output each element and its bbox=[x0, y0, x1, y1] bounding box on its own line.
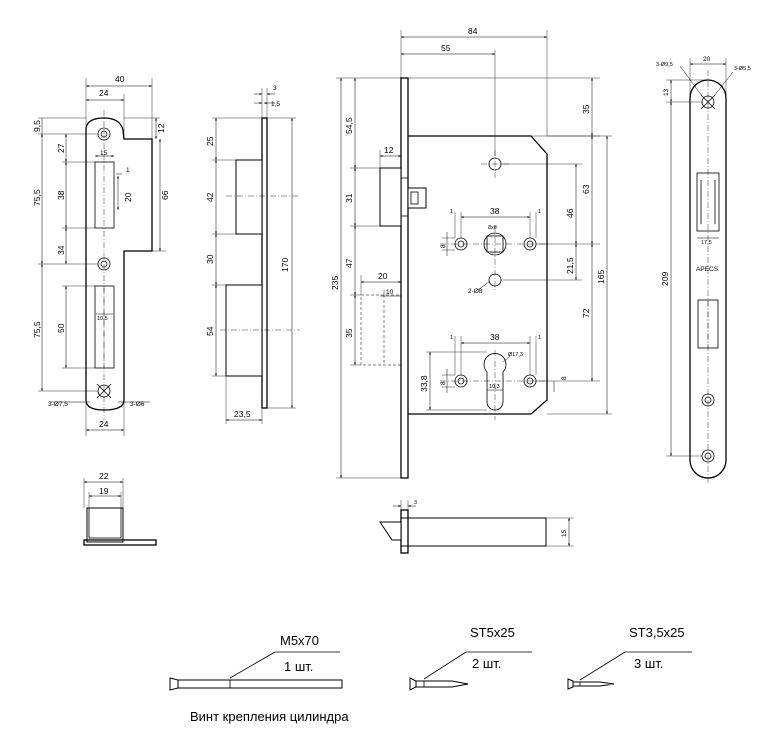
lock-side-view: 3 1,5 25 42 30 54 170 23,5 bbox=[205, 85, 300, 424]
dim-strike-27: 27 bbox=[56, 143, 66, 153]
keeper-box-view: 22 19 bbox=[83, 471, 157, 546]
latch-bolt bbox=[379, 167, 402, 227]
screw-st3-5x25-name: ST3,5x25 bbox=[629, 625, 685, 640]
dim-side-54: 54 bbox=[205, 326, 215, 336]
dim-body-35-top: 35 bbox=[581, 104, 591, 114]
dim-face-209: 209 bbox=[660, 272, 670, 286]
dim-side-25: 25 bbox=[205, 136, 215, 146]
faceplate-brand: APECS bbox=[696, 266, 719, 273]
cylinder-cutout bbox=[483, 353, 507, 411]
label-strike-holes-right: 3-Ø6 bbox=[130, 401, 145, 408]
dim-strike-75-5-bottom: 75,5 bbox=[32, 321, 42, 338]
dim-body-63: 63 bbox=[581, 184, 591, 194]
dim-body-33-8: 33,8 bbox=[419, 375, 429, 392]
dim-body-84: 84 bbox=[468, 26, 478, 36]
label-body-holes-2: 2-Ø8 bbox=[468, 288, 483, 295]
dim-body-46: 46 bbox=[565, 208, 575, 218]
dim-face-17-5: 17,5 bbox=[701, 240, 712, 246]
dim-strike-38: 38 bbox=[56, 190, 66, 200]
bolt-slot bbox=[94, 285, 115, 369]
latch-slot bbox=[94, 161, 115, 229]
dim-side-3: 3 bbox=[273, 85, 277, 92]
dim-body-8-upper: 8 bbox=[440, 244, 447, 248]
cylinder-screw-caption: Винт крепления цилиндра bbox=[190, 709, 349, 724]
dim-body-31: 31 bbox=[344, 193, 354, 203]
dim-strike-34: 34 bbox=[56, 245, 66, 255]
screw-st3-5x25-qty: 3 шт. bbox=[634, 656, 663, 671]
dim-strike-1: 1 bbox=[126, 167, 130, 174]
dim-body-54-5: 54,5 bbox=[344, 117, 354, 134]
dim-body-20: 20 bbox=[378, 271, 388, 281]
dim-body-38-upper: 38 bbox=[490, 206, 500, 216]
dim-body-1-lower-right: 1 bbox=[538, 335, 541, 341]
dim-body-55: 55 bbox=[441, 43, 451, 53]
screw-m5x70: M5x70 1 шт. bbox=[169, 633, 343, 691]
dim-side-170: 170 bbox=[280, 258, 290, 272]
dim-body-165: 165 bbox=[596, 270, 606, 284]
screw-st5x25-qty: 2 шт. bbox=[472, 656, 501, 671]
screw-st5x25-name: ST5x25 bbox=[470, 625, 515, 640]
dim-strike-50: 50 bbox=[56, 323, 66, 333]
dim-strike-75-5-top: 75,5 bbox=[32, 189, 42, 206]
screw-m5x70-qty: 1 шт. bbox=[284, 659, 313, 674]
dim-body-47: 47 bbox=[344, 258, 354, 268]
dim-face-width: 20 bbox=[703, 56, 711, 63]
dim-keeper-22: 22 bbox=[99, 471, 109, 481]
dim-body-38-lower: 38 bbox=[490, 332, 500, 342]
dim-side-23-5: 23,5 bbox=[234, 409, 251, 419]
dim-face-13: 13 bbox=[663, 88, 670, 96]
dim-body-1-upper-right: 1 bbox=[538, 209, 541, 215]
dim-strike-15: 15 bbox=[100, 150, 108, 157]
lock-top-view: 3 15 bbox=[379, 500, 574, 554]
lock-faceplate-edge bbox=[400, 77, 409, 479]
dim-body-8-lower: 8 bbox=[440, 381, 447, 385]
faceplate-view: 17,5 APECS 20 3-Ø9,5 3-Ø5,5 13 209 bbox=[656, 56, 751, 485]
dim-body-1-upper-left: 1 bbox=[450, 209, 453, 215]
dim-side-1-5: 1,5 bbox=[271, 101, 280, 108]
screw-st5x25: ST5x25 2 шт. bbox=[409, 625, 532, 691]
label-face-holes-right: 3-Ø5,5 bbox=[734, 66, 751, 72]
label-spindle-square: 8x8 bbox=[488, 225, 497, 231]
dim-body-35-left: 35 bbox=[344, 328, 354, 338]
dim-top-3: 3 bbox=[414, 500, 417, 506]
dim-strike-12: 12 bbox=[156, 123, 166, 133]
dim-body-1-lower-left: 1 bbox=[450, 335, 453, 341]
dim-body-235: 235 bbox=[330, 276, 340, 290]
dim-side-30: 30 bbox=[205, 254, 215, 264]
dim-strike-width-bottom: 24 bbox=[99, 419, 109, 429]
dim-body-72: 72 bbox=[581, 308, 591, 318]
dim-strike-width-narrow: 24 bbox=[99, 88, 109, 98]
dim-side-42: 42 bbox=[205, 192, 215, 202]
dim-body-21-5: 21,5 bbox=[565, 257, 575, 274]
faceplate-outline bbox=[689, 79, 727, 479]
screw-m5x70-name: M5x70 bbox=[280, 633, 319, 648]
dim-body-8-right: 8 bbox=[561, 376, 568, 380]
dim-strike-10-5: 10,5 bbox=[97, 316, 108, 322]
screw-st3-5x25: ST3,5x25 3 шт. bbox=[567, 625, 692, 690]
dim-top-15: 15 bbox=[561, 529, 568, 537]
label-strike-holes-left: 3-Ø7,5 bbox=[48, 401, 68, 408]
label-face-holes-left: 3-Ø9,5 bbox=[656, 62, 673, 68]
dim-strike-20: 20 bbox=[123, 192, 133, 202]
strike-plate-view: 40 24 12 9,5 27 38 34 50 75,5 75,5 15 1 bbox=[32, 74, 170, 436]
dim-body-10: 10 bbox=[386, 289, 394, 296]
dim-strike-9-5: 9,5 bbox=[32, 120, 42, 132]
dim-body-10-3: 10,3 bbox=[489, 384, 500, 390]
dim-body-12: 12 bbox=[384, 145, 394, 155]
dim-strike-width: 40 bbox=[115, 74, 125, 84]
label-cylinder-diameter: Ø17,3 bbox=[508, 352, 523, 358]
dim-keeper-19: 19 bbox=[99, 486, 109, 496]
lock-body-view: 84 55 35 46 21,5 63 72 165 8 54,5 bbox=[330, 26, 612, 479]
dim-strike-66: 66 bbox=[160, 190, 170, 200]
lock-case bbox=[408, 135, 548, 415]
